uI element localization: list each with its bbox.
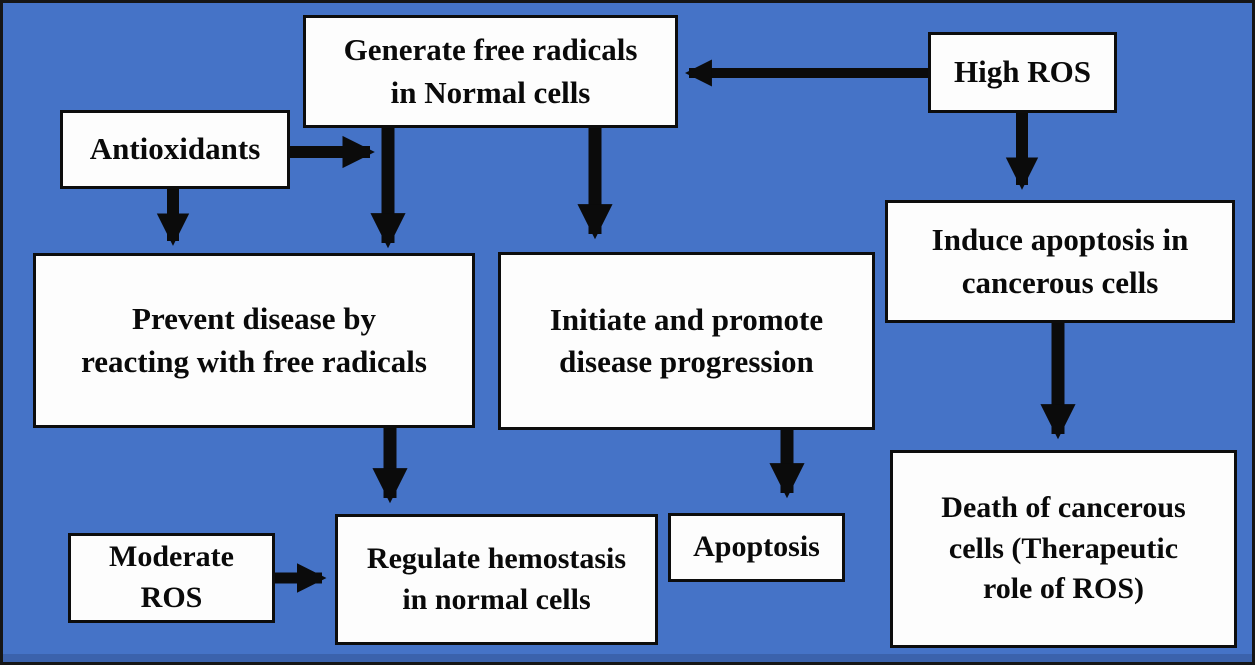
- node-antioxidants: Antioxidants: [60, 110, 290, 189]
- node-prevent-disease: Prevent disease by reacting with free ra…: [33, 253, 475, 428]
- node-high-ros: High ROS: [928, 32, 1117, 113]
- node-induce-apoptosis: Induce apoptosis in cancerous cells: [885, 200, 1235, 323]
- node-generate-free-radicals: Generate free radicals in Normal cells: [303, 15, 678, 128]
- node-apoptosis: Apoptosis: [668, 513, 845, 582]
- node-moderate-ros: Moderate ROS: [68, 533, 275, 623]
- node-initiate-disease-progression: Initiate and promote disease progression: [498, 252, 875, 430]
- node-death-of-cancerous-cells: Death of cancerous cells (Therapeutic ro…: [890, 450, 1237, 648]
- bottom-shade: [3, 654, 1252, 662]
- node-regulate-hemostasis: Regulate hemostasis in normal cells: [335, 514, 658, 645]
